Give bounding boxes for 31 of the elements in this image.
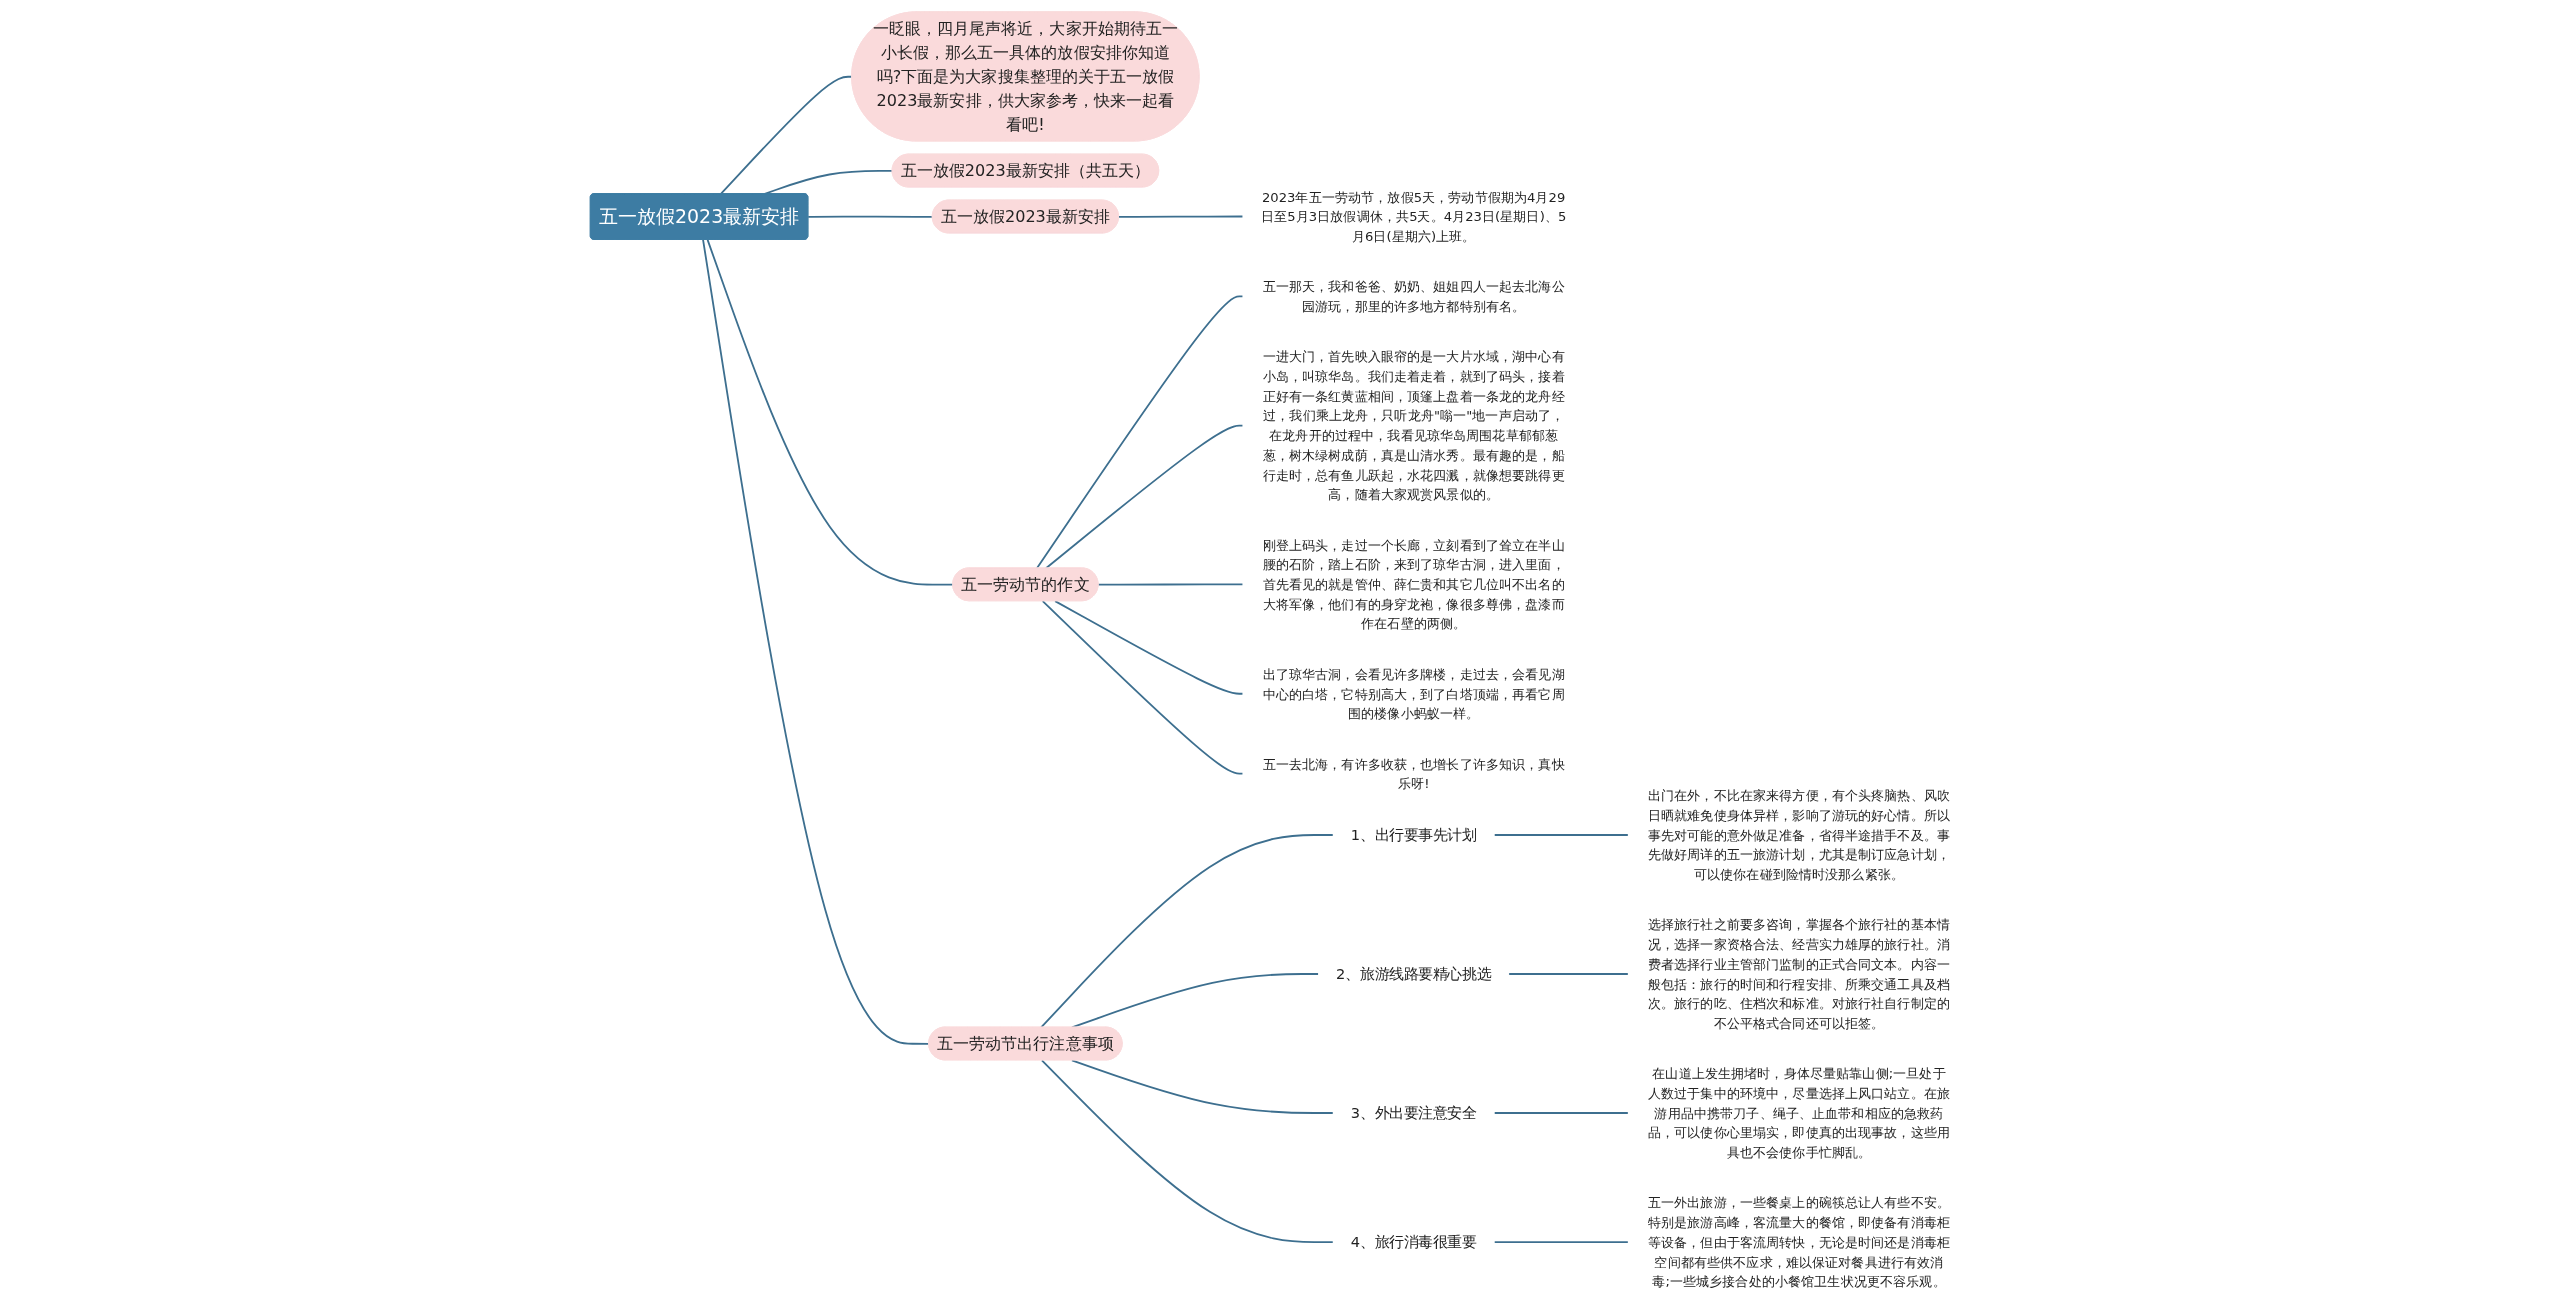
connector bbox=[1054, 599, 1244, 695]
connector bbox=[1097, 582, 1244, 586]
connector bbox=[1041, 599, 1244, 775]
connector bbox=[1507, 972, 1630, 975]
connector bbox=[1493, 1111, 1630, 1114]
node-text: 刚登上码头，走过一个长廊，立刻看到了耸立在半山腰的石阶，踏上石阶，来到了琼华古洞，进入里面，首先看见的就是管仲、薛仁贵和其它几位叫不出名的大将军像，他们有的身穿龙袍，像很多尊佛，盘漆而作在石壁的两侧。 bbox=[1262, 536, 1565, 631]
connector bbox=[1036, 295, 1244, 569]
connector bbox=[1493, 1240, 1630, 1243]
node-text: 五一外出旅游，一些餐桌上的碗筷总让人有些不安。特别是旅游高峰，客流量大的餐馆，即使备有消毒柜等设备，但由于客流周转快，无论是时间还是消毒柜空间都有些供不应求，难以保证对餐具进行有效消毒;一些城乡接合处的小餐馆卫生状况更不容乐观。 bbox=[1647, 1194, 1951, 1289]
connector bbox=[1040, 833, 1335, 1028]
node-text: 五一那天，我和爸爸、奶奶、姐姐四人一起去北海公园游玩，那里的许多地方都特别有名。 bbox=[1262, 278, 1565, 314]
node-text: 出门在外，不比在家来得方便，有个头疼脑热、风吹日晒就难免使身体异样，影响了游玩的好心情。所以事先对可能的意外做足准备，省得半途措手不及。事先做好周详的五一旅游计划，尤其是制订应急计划，可以使你在碰到险情时没那么紧张。 bbox=[1647, 787, 1951, 882]
node-text: 4、旅行消毒很重要 bbox=[1350, 1232, 1477, 1251]
node-text: 一进大门，首先映入眼帘的是一大片水域，湖中心有小岛，叫琼华岛。我们走着走着，就到了码头，接着正好有一条红黄蓝相间，顶篷上盘着一条龙的龙舟经过，我们乘上龙舟，只听龙舟"嗡一"地一声启动了，在龙舟开的过程中，我看见琼华岛周围花草郁郁葱葱，树木绿树成荫，真是山清水秀。最有趣的是，船行走时，总有鱼儿跃起，水花四溅，就像想要跳得更高，随着大家观赏风景似的。 bbox=[1262, 348, 1565, 502]
connector bbox=[1071, 1058, 1335, 1114]
node-text: 出了琼华古洞，会看见许多牌楼，走过去，会看见湖中心的白塔，它特别高大，到了白塔顶端，再看它周围的楼像小蚂蚁一样。 bbox=[1262, 665, 1565, 721]
connector bbox=[807, 215, 934, 218]
node-text: 五一去北海，有许多收获，也增长了许多知识，真快乐呀! bbox=[1262, 755, 1565, 791]
connector bbox=[1117, 215, 1244, 218]
node-text: 在山道上发生拥堵时，身体尽量贴靠山侧;一旦处于人数过于集中的环境中，尽量选择上风口站立。在旅游用品中携带刀子、绳子、止血带和相应的急救药品，可以使你心里塌实，即使真的出现事故，这些用具也不会使你手忙脚乱。 bbox=[1647, 1065, 1951, 1160]
node-text: 3、外出要注意安全 bbox=[1350, 1103, 1477, 1122]
connector bbox=[1041, 1058, 1335, 1243]
node-text: 2023年五一劳动节，放假5天，劳动节假期为4月29日至5月3日放假调休，共5天。4月23日(星期日)、5月6日(星期六)上班。 bbox=[1261, 188, 1567, 244]
connector bbox=[720, 75, 853, 195]
node-text: 选择旅行社之前要多咨询，掌握各个旅行社的基本情况，选择一家资格合法、经营实力雄厚的旅行社。消费者选择行业主管部门监制的正式合同文本。内容一般包括：旅行的时间和行程安排、所乘交通工具及档次。旅行的吃、住档次和标准。对旅行社自行制定的不公平格式合同还可以拒签。 bbox=[1647, 916, 1951, 1031]
connector bbox=[706, 238, 954, 586]
node-text: 1、出行要事先计划 bbox=[1350, 825, 1477, 844]
connector bbox=[1493, 833, 1630, 836]
node-text: 2、旅游线路要精心挑选 bbox=[1336, 964, 1492, 983]
connector bbox=[702, 238, 930, 1045]
connector bbox=[1045, 424, 1244, 569]
